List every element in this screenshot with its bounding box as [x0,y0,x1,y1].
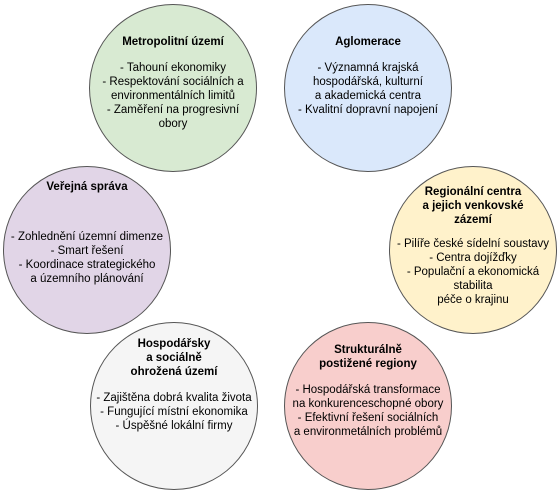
node-title: Aglomerace [335,36,401,48]
node-items: - Zajištěna dobrá kvalita života - Fungu… [96,391,251,433]
node-title: Regionální centra a jejich venkovské záz… [422,186,524,226]
node-title: Strukturálně postižené regiony [319,344,417,370]
node-items: - Významná krajská hospodářská, kulturní… [298,61,438,117]
node-item: - Kvalitní dopravní napojení [297,104,438,116]
node-title: Veřejná správa [46,181,128,193]
node-item: - Tahouní ekonomiky [120,62,226,74]
node-items: - Pilíře české sídelní soustavy - Centra… [397,237,549,307]
node-items: - Tahouní ekonomiky - Respektování sociá… [102,61,243,131]
node-title: Metropolitní území [122,36,224,48]
node-item: - Smart řešení [50,245,124,257]
node-title: Hospodářsky a sociálně ohrožená území [130,338,218,378]
node-hospodarsky-ohrozena-uzemi: Hospodářsky a sociálně ohrožená území - … [90,322,258,490]
node-item: - Zajištěna dobrá kvalita života [96,392,252,404]
node-metropolitni-uzemi: Metropolitní území - Tahouní ekonomiky -… [89,4,257,172]
node-item: - Fungující místní ekonomika [100,406,248,418]
node-item: - Populační a ekonomická stabilita péče … [406,266,540,306]
node-item: - Pilíře české sídelní soustavy [396,238,550,250]
node-item: - Centra dojížďky [429,252,517,264]
node-regionalni-centra: Regionální centra a jejich venkovské záz… [389,166,557,334]
node-item: - Významná krajská hospodářská, kulturní… [313,62,423,102]
node-strukturalne-postizene-regiony: Strukturálně postižené regiony - Hospodá… [284,322,452,490]
node-item: - Zaměření na progresivní obory [106,104,240,130]
node-items: - Zohlednění územní dimenze - Smart řeše… [11,230,163,286]
node-aglomerace: Aglomerace - Významná krajská hospodářsk… [284,4,452,172]
node-item: - Efektivní řešení sociálních a environm… [293,412,443,438]
node-verejna-sprava: Veřejná správa - Zohlednění územní dimen… [3,166,171,334]
node-item: - Hospodářská transformace na konkurence… [292,384,444,410]
node-items: - Hospodářská transformace na konkurence… [293,383,444,439]
node-item: - Úspěšné lokální firmy [115,420,233,432]
node-item: - Respektování sociálních a environmentá… [102,76,244,102]
node-item: - Zohlednění územní dimenze [10,231,164,243]
node-item: - Koordinace strategického a územního pl… [18,259,156,285]
